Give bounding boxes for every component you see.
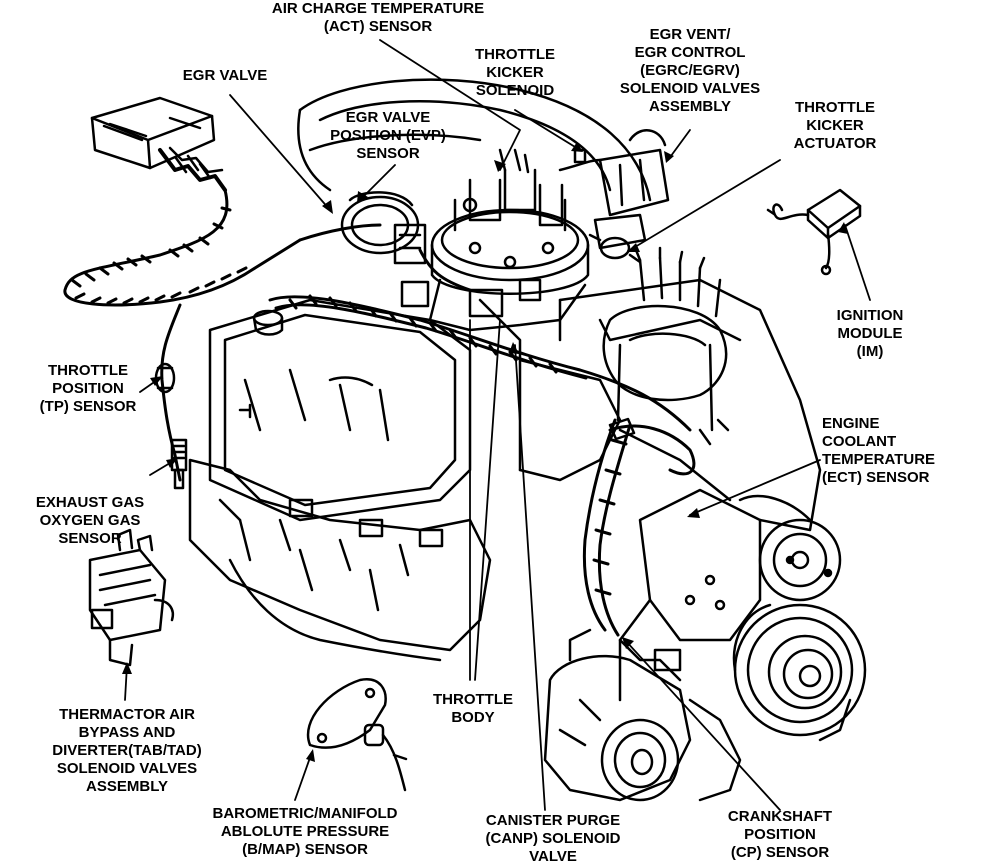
label-throttle-kicker-actuator: THROTTLE KICKER ACTUATOR [793, 99, 877, 152]
bmap-sensor-drawing [306, 678, 408, 792]
engine-block [188, 78, 822, 662]
label-ignition-module: IGNITION MODULE (IM) [836, 307, 904, 360]
label-evp-sensor: EGR VALVE POSITION (EVP) SENSOR [330, 109, 446, 162]
label-tp-sensor: THROTTLE POSITION (TP) SENSOR [39, 362, 137, 415]
label-egr-valve: EGR VALVE [182, 67, 268, 84]
kicker-actuator-drawing [588, 233, 642, 264]
label-throttle-body: THROTTLE BODY [433, 691, 513, 726]
label-act-sensor: AIR CHARGE TEMPERATURE (ACT) SENSOR [271, 0, 485, 35]
leader-arrowheads [122, 142, 848, 762]
label-bmap-sensor: BAROMETRIC/MANIFOLD ABLOLUTE PRESSURE (B… [212, 805, 398, 858]
act-sensor-drawing [400, 280, 430, 308]
label-throttle-kicker-solenoid: THROTTLE KICKER SOLENOID [475, 46, 555, 99]
label-cp-sensor: CRANKSHAFT POSITION (CP) SENSOR [727, 808, 833, 861]
pulleys-drawing [618, 488, 867, 742]
leader-lines [124, 39, 871, 811]
label-thermactor: THERMACTOR AIR BYPASS AND DIVERTER(TAB/T… [52, 706, 202, 795]
throttle-body-drawing [428, 148, 590, 332]
label-canp-valve: CANISTER PURGE (CANP) SOLENOID VALVE [485, 812, 621, 865]
label-ect-sensor: ENGINE COOLANT TEMPERATURE (ECT) SENSOR [822, 415, 936, 486]
label-ego-sensor: EXHAUST GAS OXYGEN GAS SENSOR [35, 494, 145, 547]
wiring-harness-left [63, 188, 302, 482]
wiring-harness-engine [268, 223, 696, 637]
label-egr-vent-control: EGR VENT/ EGR CONTROL (EGRC/EGRV) SOLENO… [619, 26, 761, 115]
ecu-module-drawing [90, 96, 227, 192]
egr-valve-drawing [340, 191, 427, 265]
thermactor-solenoid-drawing [88, 528, 174, 667]
crank-pulley-drawing [543, 628, 742, 802]
ignition-module-drawing [766, 188, 862, 276]
ect-sensor-drawing [608, 417, 636, 441]
